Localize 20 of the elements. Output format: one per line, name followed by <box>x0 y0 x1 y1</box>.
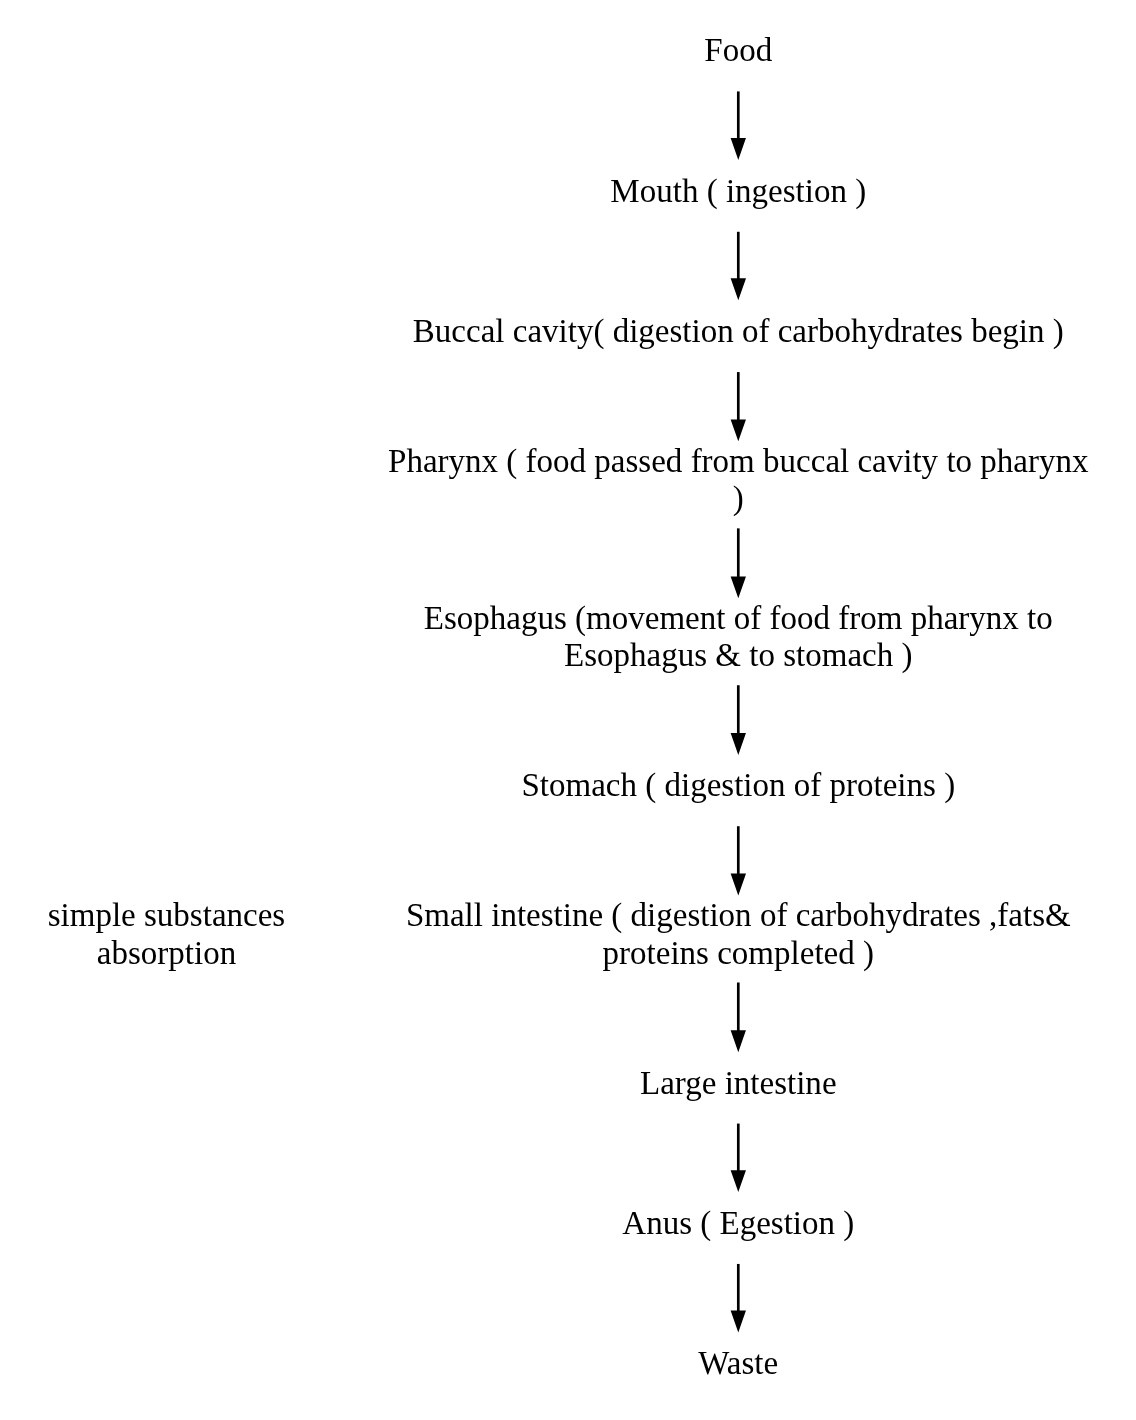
arrow <box>730 528 746 599</box>
arrow <box>730 826 746 896</box>
node-text: Pharynx ( food passed from buccal cavity to pharynx ) <box>387 443 1089 517</box>
arrow <box>730 91 746 160</box>
node-text: Food <box>703 32 772 69</box>
arrow <box>730 231 746 301</box>
node-text: Small intestine ( digestion of carbohydrates ,fats& proteins completed ) <box>405 897 1071 971</box>
arrow <box>730 1263 746 1333</box>
arrow <box>730 372 746 442</box>
arrow <box>730 1123 746 1193</box>
node-text: Buccal cavity( digestion of carbohydrates begin ) <box>412 313 1064 350</box>
arrow <box>730 982 746 1053</box>
node-text: Waste <box>697 1345 778 1382</box>
arrow <box>730 685 746 755</box>
node-text: Large intestine <box>639 1064 837 1101</box>
node-text: Esophagus (movement of food from pharynx to Esophagus & to stomach ) <box>423 600 1053 674</box>
node-text: Mouth ( ingestion ) <box>609 172 866 209</box>
node-text: Anus ( Egestion ) <box>621 1204 854 1241</box>
node-text: Stomach ( digestion of proteins ) <box>520 767 955 804</box>
label: simple substances absorption <box>47 897 285 971</box>
